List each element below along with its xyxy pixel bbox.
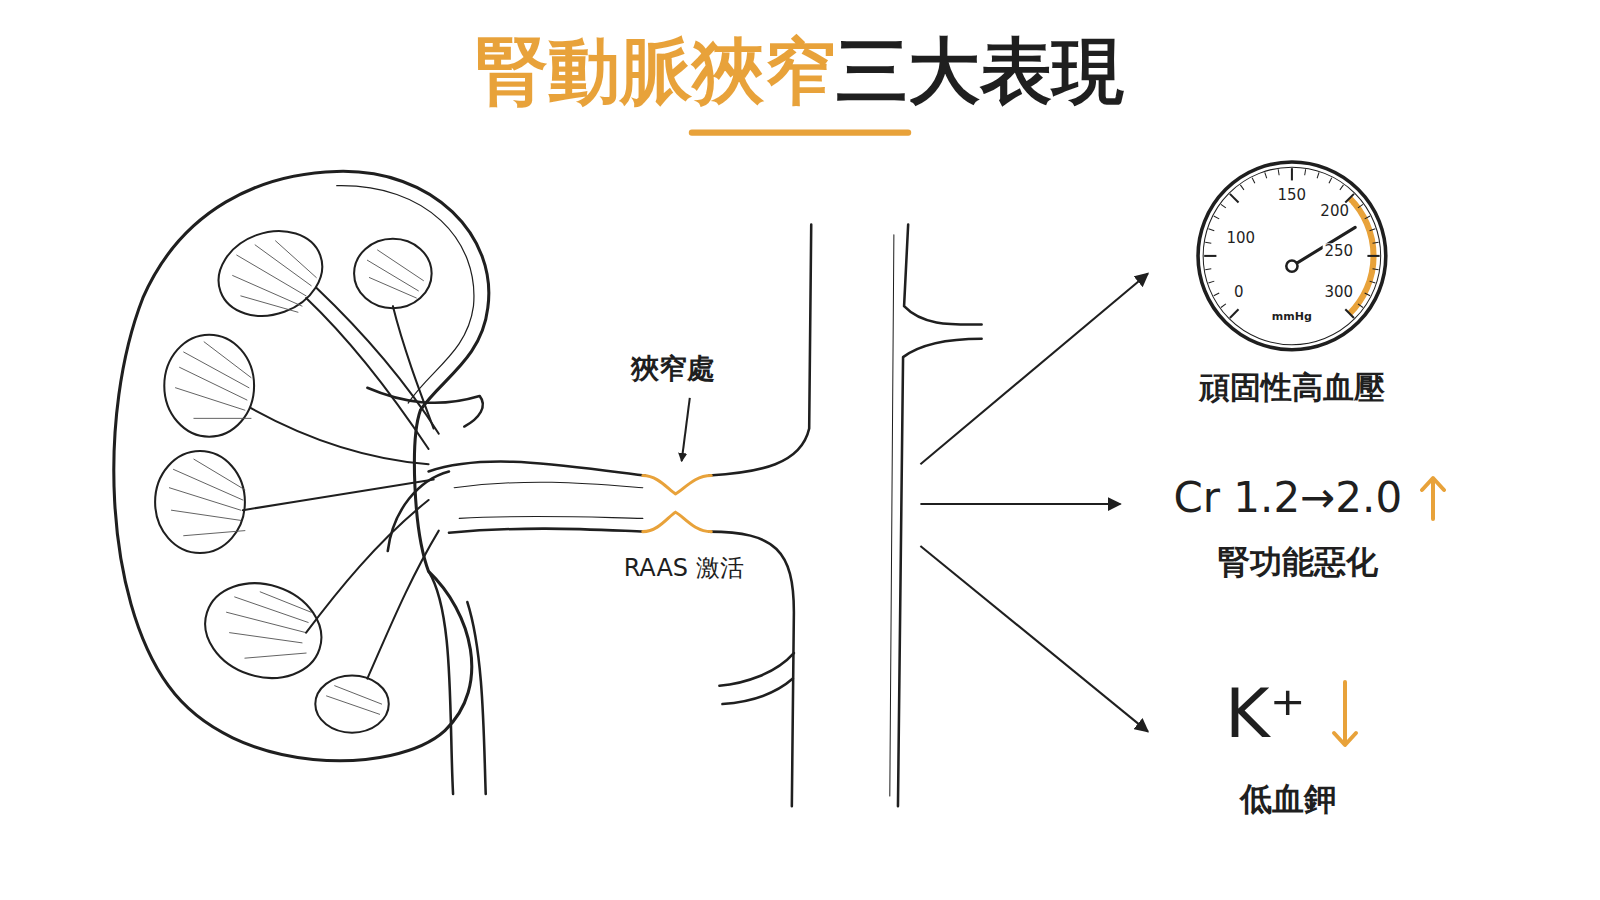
increase-arrow bbox=[1418, 475, 1448, 521]
gauge-tick bbox=[1340, 185, 1344, 190]
gauge-scale-number: 100 bbox=[1224, 230, 1257, 247]
trend-arrow-shape bbox=[1422, 478, 1444, 519]
gauge-tick bbox=[1369, 229, 1375, 231]
gauge-tick bbox=[1345, 310, 1354, 319]
callout-label: 狹窄處 bbox=[631, 353, 715, 385]
gauge-tick bbox=[1204, 255, 1216, 257]
lab-value: Cr 1.2→2.0 bbox=[1173, 474, 1402, 522]
gauge-tick bbox=[1367, 255, 1379, 257]
gauge-tick bbox=[1345, 194, 1354, 203]
gauge-scale-number: mmHg bbox=[1272, 311, 1312, 324]
decrease-arrow bbox=[1330, 680, 1360, 748]
gauge-scale-number: 150 bbox=[1275, 187, 1308, 204]
gauge-tick bbox=[1304, 169, 1306, 175]
gauge-tick bbox=[1205, 268, 1211, 270]
gauge-tick bbox=[1317, 173, 1319, 179]
outcome-arrows bbox=[920, 273, 1148, 731]
gauge-tick bbox=[1365, 293, 1370, 296]
outcome-caption: 低血鉀 bbox=[1240, 781, 1336, 818]
gauge-tick bbox=[1208, 281, 1214, 283]
gauge-tick bbox=[1278, 169, 1280, 175]
gauge-tick bbox=[1291, 168, 1293, 180]
callout-label: RAAS 激活 bbox=[624, 556, 744, 584]
title: 腎動脈狹窄三大表現 bbox=[476, 30, 1124, 113]
gauge-needle bbox=[1292, 228, 1355, 267]
pressure-gauge: 1502002501000300mmHg頑固性高血壓 bbox=[1196, 160, 1388, 352]
gauge-tick bbox=[1358, 304, 1363, 308]
outcome-caption: 腎功能惡化 bbox=[1218, 544, 1378, 581]
gauge-pivot bbox=[1286, 261, 1297, 272]
gauge-inner-rim bbox=[1203, 167, 1381, 345]
gauge-tick bbox=[1230, 310, 1239, 319]
gauge-tick bbox=[1265, 173, 1267, 179]
leader-arrow bbox=[682, 398, 690, 461]
gauge-tick bbox=[1214, 293, 1219, 296]
stenosis-mark bbox=[643, 476, 711, 532]
gauge-tick bbox=[1365, 216, 1370, 219]
gauge-tick bbox=[1372, 268, 1378, 270]
gauge-scale-number: 200 bbox=[1318, 204, 1351, 221]
gauge-rim bbox=[1198, 162, 1386, 350]
gauge-tick bbox=[1358, 205, 1363, 209]
gauge-caption: 頑固性高血壓 bbox=[1199, 370, 1385, 406]
gauge-tick bbox=[1205, 242, 1211, 244]
gauge-tick bbox=[1208, 229, 1214, 231]
gauge-tick bbox=[1372, 242, 1378, 244]
gauge-tick bbox=[1221, 304, 1226, 308]
ion-symbol: K⁺ bbox=[1225, 675, 1305, 753]
gauge-tick bbox=[1221, 205, 1226, 209]
title-underline bbox=[689, 130, 911, 136]
gauge-tick bbox=[1369, 281, 1375, 283]
gauge-tick bbox=[1214, 216, 1219, 219]
gauge-tick bbox=[1252, 178, 1255, 183]
gauge-tick bbox=[1329, 178, 1332, 183]
trend-arrow-shape bbox=[1334, 682, 1356, 745]
gauge-scale-number: 300 bbox=[1322, 284, 1355, 301]
gauge-scale-number: 0 bbox=[1232, 284, 1246, 301]
gauge-tick bbox=[1240, 185, 1244, 190]
gauge-scale-number: 250 bbox=[1322, 243, 1355, 260]
gauge-tick bbox=[1230, 194, 1239, 203]
